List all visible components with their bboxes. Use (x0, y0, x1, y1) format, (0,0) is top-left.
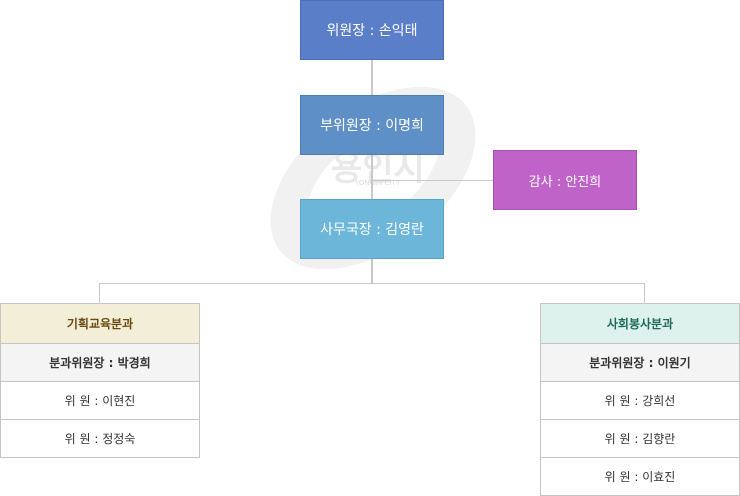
dept-member: 위 원 : 강희선 (541, 381, 739, 419)
auditor-box: 감사 : 안진희 (493, 150, 637, 210)
dept-head: 분과위원장 : 박경희 (1, 343, 199, 381)
dept-member: 위 원 : 이현진 (1, 381, 199, 419)
secretary-general-box: 사무국장 : 김영란 (300, 199, 444, 259)
auditor-label: 감사 : 안진희 (528, 174, 602, 190)
watermark-subtext: YONGIN CITY (354, 179, 401, 187)
connector-vice-gen (371, 155, 373, 199)
connector-left-dept (99, 283, 100, 303)
dept-name: 기획교육분과 (1, 304, 199, 343)
connector-auditor (373, 180, 493, 181)
vice-chair-label: 부위원장 : 이명희 (320, 118, 424, 134)
dept-member: 위 원 : 김향란 (541, 419, 739, 457)
vice-chair-box: 부위원장 : 이명희 (300, 95, 444, 155)
secretary-general-label: 사무국장 : 김영란 (320, 222, 424, 238)
dept-head: 분과위원장 : 이원기 (541, 343, 739, 381)
planning-education-dept: 기획교육분과 분과위원장 : 박경희 위 원 : 이현진 위 원 : 정정숙 (0, 303, 200, 458)
dept-name: 사회봉사분과 (541, 304, 739, 343)
dept-member: 위 원 : 정정숙 (1, 419, 199, 457)
social-service-dept: 사회봉사분과 분과위원장 : 이원기 위 원 : 강희선 위 원 : 김향란 위… (540, 303, 740, 496)
connector-right-dept (644, 283, 645, 303)
watermark-text: 용인시 (331, 149, 425, 189)
dept-member: 위 원 : 이효진 (541, 457, 739, 495)
connector-horizontal (99, 283, 645, 284)
chair-label: 위원장 : 손익태 (326, 23, 418, 39)
connector-chair-vice (371, 60, 373, 95)
connector-gen-branch (371, 259, 373, 283)
chair-box: 위원장 : 손익태 (300, 0, 444, 60)
